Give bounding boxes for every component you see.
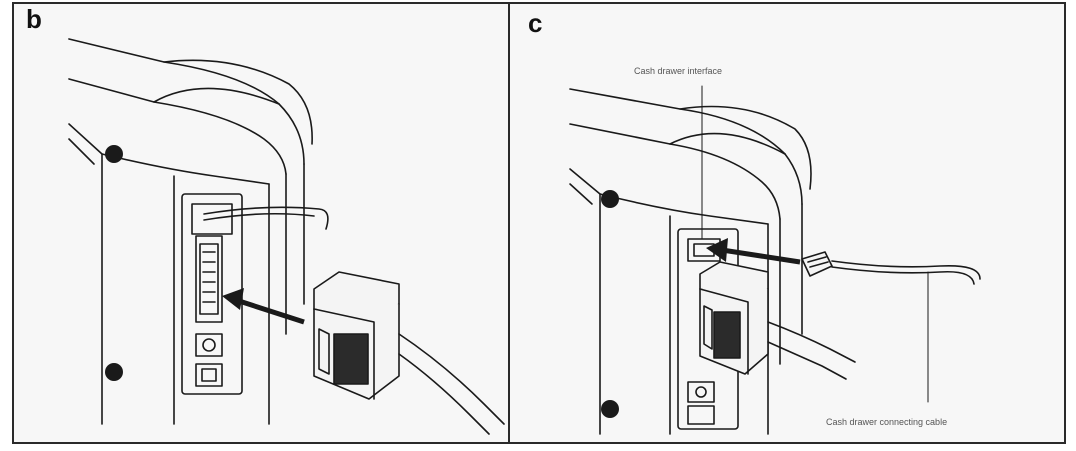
cash-drawer-cable-label: Cash drawer connecting cable bbox=[826, 417, 948, 427]
panel-letter-b: b bbox=[26, 4, 42, 34]
panel-b: b bbox=[12, 2, 510, 444]
insert-arrow bbox=[222, 288, 305, 325]
printer-cash-drawer-illustration bbox=[569, 85, 981, 435]
panel-c: c Cash drawer interface Cash drawer conn… bbox=[508, 2, 1066, 444]
cash-drawer-interface-label: Cash drawer interface bbox=[634, 66, 723, 76]
panel-letter-c: c bbox=[528, 8, 543, 38]
printer-parallel-cable-illustration bbox=[68, 38, 505, 435]
insert-arrow bbox=[706, 238, 801, 265]
